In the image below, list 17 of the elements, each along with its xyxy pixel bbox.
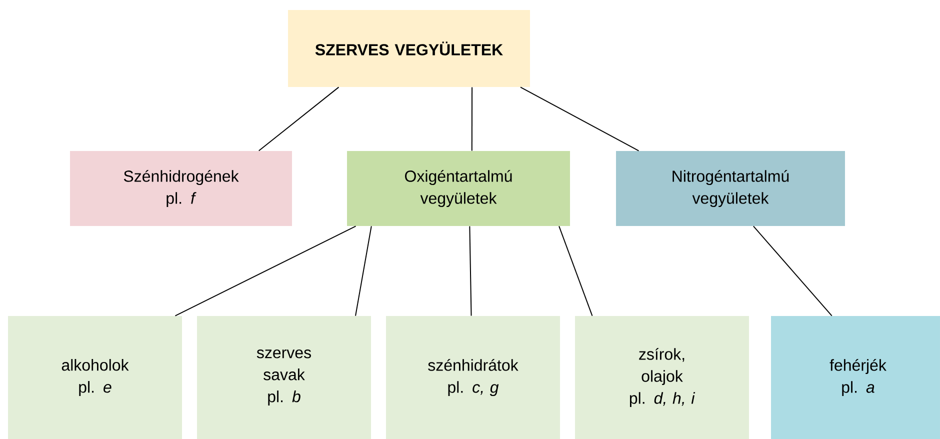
connector-line	[355, 226, 372, 316]
connector-line	[520, 86, 640, 152]
subcategory-box: szénhidrátok pl. c, g	[386, 316, 560, 439]
category-box: Nitrogéntartalmú vegyületek	[616, 151, 845, 226]
subcategory-box: fehérjék pl. a	[771, 316, 940, 439]
connector-line	[558, 226, 593, 316]
category-box: Szénhidrogének pl. f	[70, 151, 292, 226]
connector-line	[174, 226, 356, 316]
subcategory-box: szerves savak pl. b	[197, 316, 371, 439]
subcategory-box: alkoholok pl. e	[8, 316, 182, 439]
heading-box: SZERVES VEGYÜLETEK	[288, 10, 530, 87]
connector-line	[258, 86, 340, 152]
subcategory-box: zsírok, olajok pl. d, h, i	[575, 316, 749, 439]
connector-line	[471, 86, 473, 152]
connector-line	[469, 226, 472, 316]
category-box: Oxigéntartalmú vegyületek	[347, 151, 570, 226]
connector-line	[752, 226, 832, 316]
